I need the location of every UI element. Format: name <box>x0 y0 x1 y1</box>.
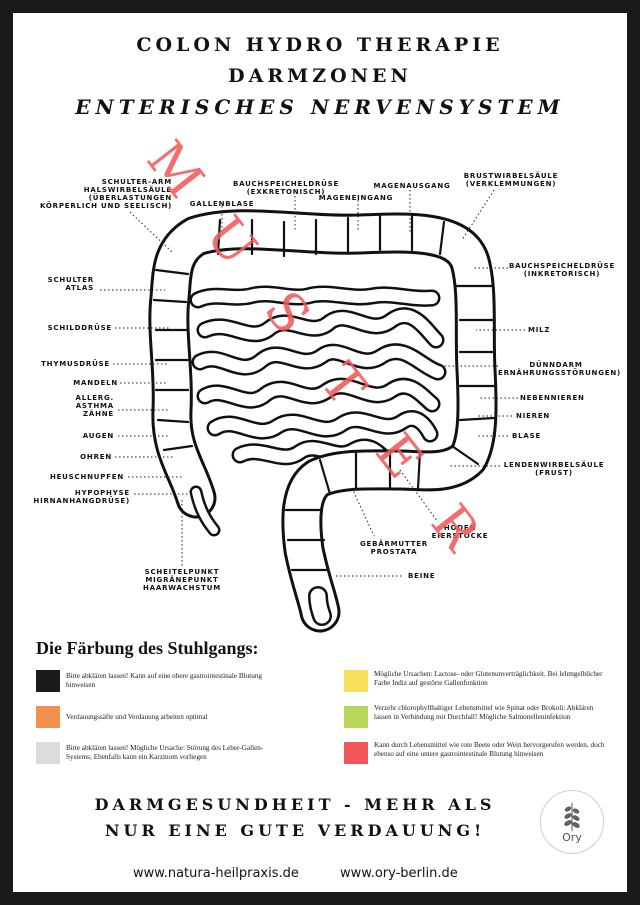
leaf-sprig-icon <box>564 803 580 831</box>
swatch-orange <box>36 706 60 728</box>
legend-text-green: Verzehr chlorophyllhaltiger Lebensmittel… <box>374 704 594 721</box>
label-augen: AUGEN <box>82 432 114 440</box>
label-schulter-atlas: SCHULTER ATLAS <box>47 276 94 292</box>
swatch-yellow <box>344 670 368 692</box>
label-beine: BEINE <box>408 572 436 580</box>
label-duenndarm: DÜNNDARM (ERNÄHRUNGSSTÖRUNGEN) <box>494 361 621 377</box>
muster-letter: R <box>419 494 492 563</box>
legend-text-grey: Bitte abklären lassen! Mögliche Ursache:… <box>66 744 264 761</box>
label-gallenblase: GALLENBLASE <box>189 200 255 208</box>
muster-letter: S <box>252 281 321 346</box>
label-schilddruese: SCHILDDRÜSE <box>47 324 112 332</box>
label-gebaermutter: GEBÄRMUTTER PROSTATA <box>359 540 428 556</box>
ory-logo: Ory <box>540 790 604 854</box>
label-bauchspeichel-inkretorisch: BAUCHSPEICHELDRÜSE (INKRETORISCH) <box>508 262 616 278</box>
label-magenausgang: MAGENAUSGANG <box>373 182 451 190</box>
swatch-green <box>344 706 368 728</box>
title-line-2: DARMZONEN <box>228 65 412 87</box>
label-heuschnupfen: HEUSCHNUPFEN <box>49 473 124 481</box>
url-ory[interactable]: www.ory-berlin.de <box>340 866 458 881</box>
label-schulter-arm: SCHULTER-ARM HALSWIRBELSÄULE (ÜBERLASTUN… <box>40 178 173 210</box>
label-nieren: NIEREN <box>516 412 551 420</box>
label-hoden: HODEN EIERSTÖCKE <box>431 524 489 540</box>
label-allerg: ALLERG. ASTHMA ZÄHNE <box>75 394 114 418</box>
swatch-grey <box>36 742 60 764</box>
swatch-black <box>36 670 60 692</box>
legend-text-black: Bitte abklären lassen! Kann auf eine obe… <box>66 672 262 689</box>
label-scheitelpunkt: SCHEITELPUNKT MIGRÄNEPUNKT HAARWACHSTUM <box>143 568 221 592</box>
label-milz: MILZ <box>528 326 551 334</box>
label-hypophyse: HYPOPHYSE HIRNANHANGDRÜSE) <box>33 489 130 505</box>
logo-text: Ory <box>562 831 582 844</box>
label-mandeln: MANDELN <box>73 379 118 387</box>
label-thymusdruese: THYMUSDRÜSE <box>41 360 110 368</box>
legend-heading: Die Färbung des Stuhlgangs: <box>36 638 259 658</box>
muster-letter: M <box>135 130 215 209</box>
legend-text-yellow: Mögliche Ursachen: Lactose- oder Glutenu… <box>374 670 603 687</box>
swatch-red <box>344 742 368 764</box>
label-blase: BLASE <box>512 432 542 440</box>
label-lendenwirbel: LENDENWIRBELSÄULE (FRUST) <box>503 461 605 477</box>
muster-letter: T <box>308 353 377 418</box>
label-bauchspeichel-exkretorisch: BAUCHSPEICHELDRÜSE (EXKRETONISCH) <box>232 180 340 196</box>
footer-slogan-line-1: DARMGESUNDHEIT - MEHR ALS <box>94 795 496 814</box>
label-ohren: OHREN <box>80 453 112 461</box>
footer-slogan-line-2: NUR EINE GUTE VERDAUUNG! <box>104 821 486 840</box>
label-brustwirbel: BRUSTWIRBELSÄULE (VERKLEMMUNGEN) <box>463 172 559 188</box>
title-line-1: COLON HYDRO THERAPIE <box>136 34 504 56</box>
legend-text-red: Kann durch Lebensmittel wie rote Beete o… <box>374 741 605 758</box>
muster-letter: U <box>194 206 268 277</box>
label-mageneingang: MAGENEINGANG <box>318 194 394 202</box>
url-natura[interactable]: www.natura-heilpraxis.de <box>133 866 299 881</box>
label-nebennieren: NEBENNIEREN <box>520 394 585 402</box>
legend-text-orange: Verdauungssäfte und Verdauung arbeiten o… <box>66 713 208 721</box>
muster-letter: E <box>363 423 434 490</box>
title-line-3: ENTERISCHES NERVENSYSTEM <box>75 95 565 119</box>
